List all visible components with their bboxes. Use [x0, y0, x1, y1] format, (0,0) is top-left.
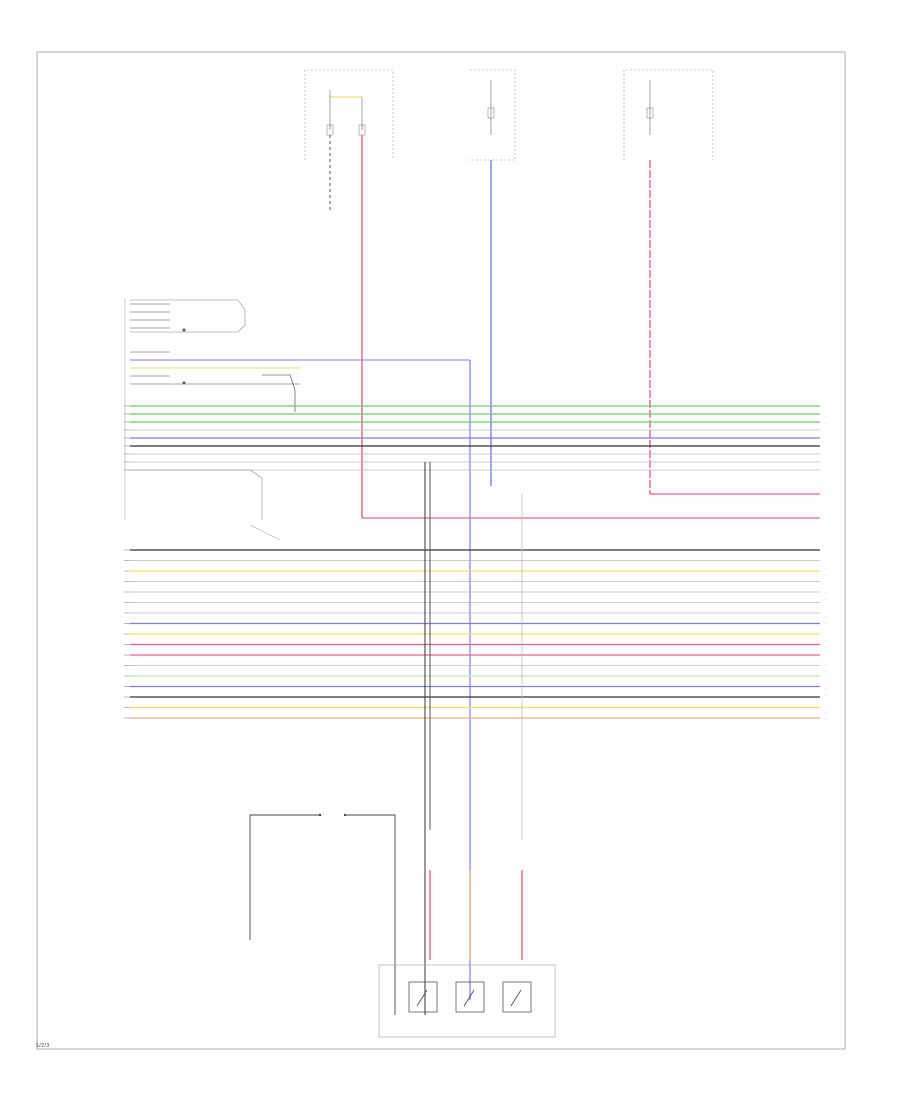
diagram-frame	[36, 51, 846, 1050]
fuse-box-right	[623, 69, 714, 160]
ground-branch	[249, 813, 396, 1015]
wire-bundle-lower	[124, 549, 820, 719]
module-lower-bracket	[130, 469, 281, 541]
relay-1	[408, 981, 438, 1013]
relay-2-switch	[463, 989, 475, 1007]
relay-2	[455, 981, 485, 1013]
relay-3-switch	[510, 989, 522, 1007]
diagram-code: 1/2/3	[36, 1043, 50, 1049]
wire-bundle-upper	[124, 405, 820, 471]
fuse-box-left	[304, 69, 394, 160]
relay-1-switch	[416, 989, 428, 1007]
fuse-box-middle	[468, 69, 516, 161]
module-upper-left	[124, 298, 471, 1000]
relay-block	[378, 964, 556, 1038]
relay-3	[502, 981, 532, 1013]
